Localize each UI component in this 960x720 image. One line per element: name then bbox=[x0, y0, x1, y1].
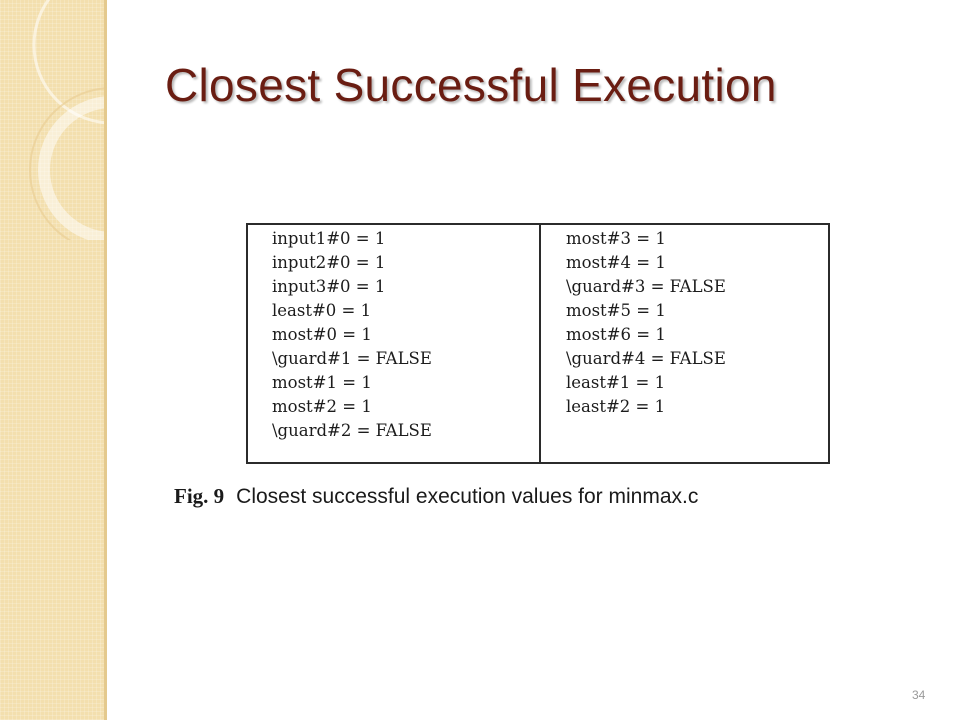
table-entry: \guard#4 = FALSE bbox=[566, 349, 726, 368]
table-entry: input3#0 = 1 bbox=[272, 277, 386, 296]
sidebar-border bbox=[104, 0, 107, 720]
table-entry: most#3 = 1 bbox=[566, 229, 666, 248]
right-column: most#3 = 1 most#4 = 1 \guard#3 = FALSE most… bbox=[566, 227, 726, 419]
table-entry: least#1 = 1 bbox=[566, 373, 666, 392]
table-entry: least#2 = 1 bbox=[566, 397, 666, 416]
table-entry: most#6 = 1 bbox=[566, 325, 666, 344]
table-entry: most#2 = 1 bbox=[272, 397, 372, 416]
table-entry: \guard#1 = FALSE bbox=[272, 349, 432, 368]
table-entry: \guard#3 = FALSE bbox=[566, 277, 726, 296]
figure-caption-text: Closest successful execution values for … bbox=[236, 485, 699, 508]
left-column: input1#0 = 1 input2#0 = 1 input3#0 = 1 leas… bbox=[272, 227, 432, 443]
table-entry: most#5 = 1 bbox=[566, 301, 666, 320]
figure-label: Fig. 9 bbox=[174, 484, 225, 508]
slide-title: Closest Successful Execution bbox=[165, 59, 777, 111]
table-entry: input1#0 = 1 bbox=[272, 229, 386, 248]
figure-caption: Fig. 9 Closest successful execution value… bbox=[174, 484, 698, 509]
table-entry: most#0 = 1 bbox=[272, 325, 372, 344]
decorative-sidebar bbox=[0, 0, 104, 720]
table-entry: most#1 = 1 bbox=[272, 373, 372, 392]
decorative-rings-icon bbox=[29, 0, 104, 240]
table-entry: most#4 = 1 bbox=[566, 253, 666, 272]
execution-values-table: input1#0 = 1 input2#0 = 1 input3#0 = 1 leas… bbox=[246, 223, 830, 464]
table-entry: \guard#2 = FALSE bbox=[272, 421, 432, 440]
column-divider bbox=[539, 225, 541, 462]
table-entry: least#0 = 1 bbox=[272, 301, 372, 320]
page-number: 34 bbox=[912, 688, 926, 702]
table-entry: input2#0 = 1 bbox=[272, 253, 386, 272]
